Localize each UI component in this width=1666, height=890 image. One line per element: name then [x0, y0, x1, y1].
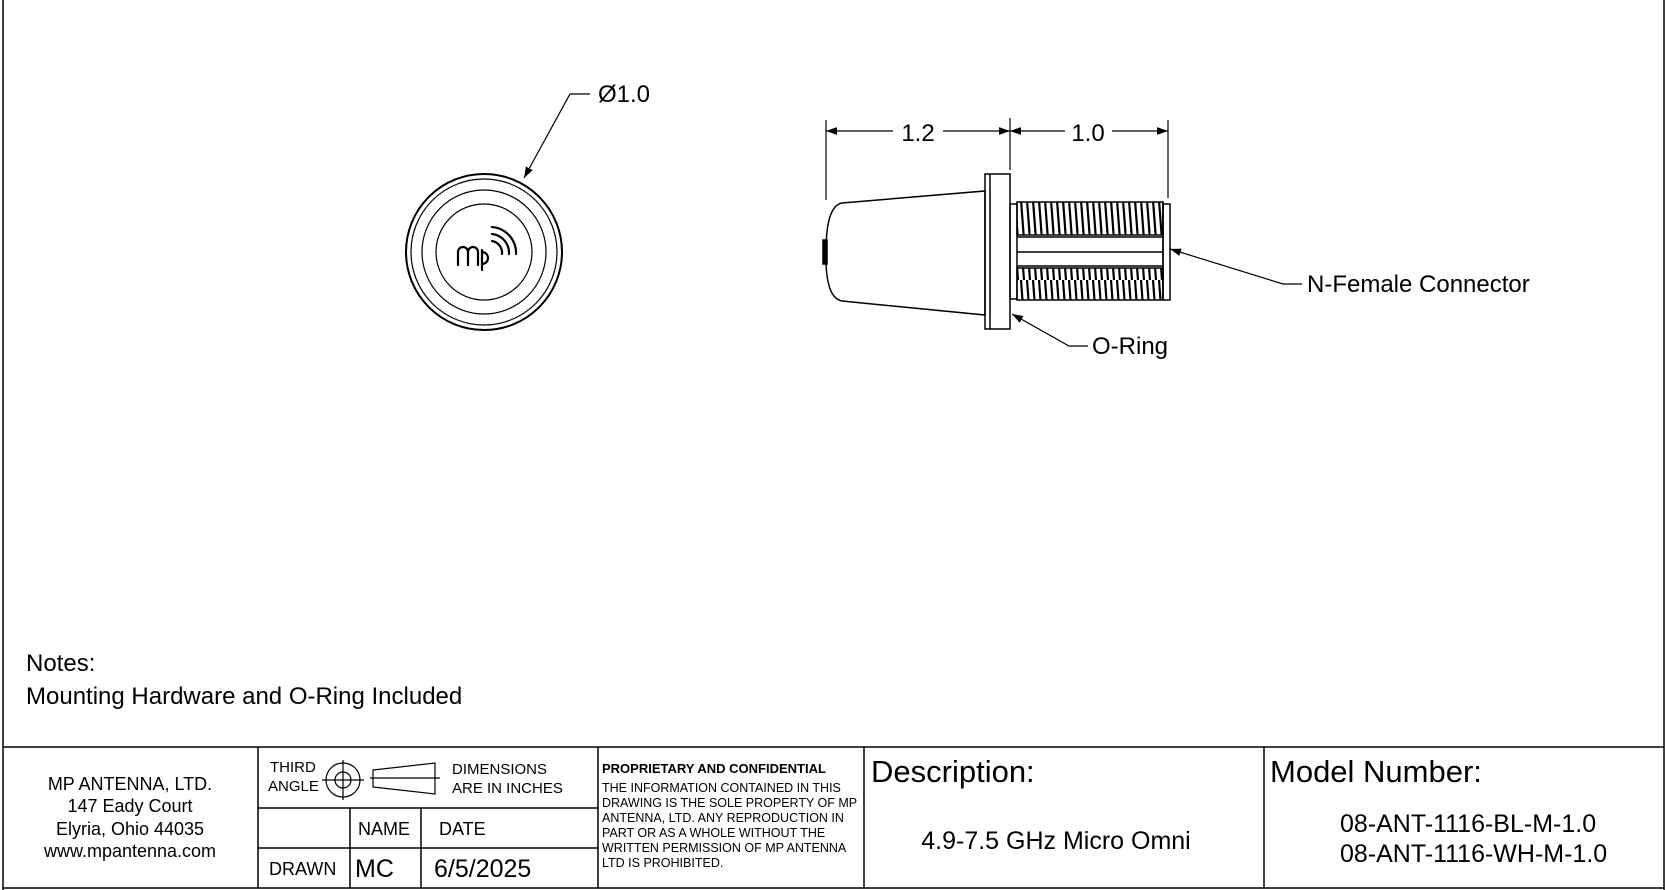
drawn-name: MC: [355, 855, 394, 883]
connector-callout-label: N-Female Connector: [1307, 271, 1530, 298]
description-value: 4.9-7.5 GHz Micro Omni: [921, 827, 1191, 855]
title-block-lines: [257, 747, 1265, 888]
length-connector-label: 1.0: [1071, 120, 1104, 147]
diameter-leader: [523, 93, 590, 179]
oring-callout-label: O-Ring: [1092, 333, 1168, 360]
notes-line: Mounting Hardware and O-Ring Included: [26, 683, 463, 710]
third-angle-symbol-icon: [322, 760, 440, 800]
dimension-lines: [825, 118, 1169, 200]
callout-leaders: [1011, 248, 1302, 347]
units-line2: ARE IN INCHES: [452, 780, 563, 797]
projection-line1: THIRD: [270, 759, 316, 776]
drawn-date: 6/5/2025: [434, 855, 531, 883]
mp-logo-icon: [456, 225, 518, 272]
model-number-value-2: 08-ANT-1116-WH-M-1.0: [1340, 840, 1607, 868]
proprietary-text: THE INFORMATION CONTAINED IN THIS DRAWIN…: [602, 781, 857, 870]
diameter-label: Ø1.0: [598, 81, 650, 108]
description-label: Description:: [871, 754, 1035, 789]
drawn-label: DRAWN: [269, 859, 336, 879]
title-block-text: MP ANTENNA, LTD. 147 Eady Court Elyria, …: [43, 754, 1607, 883]
units-line1: DIMENSIONS: [452, 761, 547, 778]
company-name: MP ANTENNA, LTD.: [48, 774, 212, 794]
model-number-label: Model Number:: [1270, 754, 1482, 789]
front-view: [405, 173, 563, 331]
proprietary-title: PROPRIETARY AND CONFIDENTIAL: [602, 761, 826, 776]
notes-title: Notes:: [26, 650, 96, 677]
drawing-labels: Ø1.0 1.2 1.0 N-Female Connector O-Ring: [598, 81, 1530, 360]
company-website: www.mpantenna.com: [43, 841, 216, 861]
company-city: Elyria, Ohio 44035: [56, 819, 204, 839]
date-header: DATE: [439, 819, 486, 839]
model-number-value-1: 08-ANT-1116-BL-M-1.0: [1340, 810, 1596, 838]
projection-line2: ANGLE: [268, 778, 319, 795]
name-header: NAME: [358, 819, 410, 839]
length-body-label: 1.2: [901, 120, 934, 147]
company-street: 147 Eady Court: [67, 796, 192, 816]
side-view: [822, 173, 1171, 330]
